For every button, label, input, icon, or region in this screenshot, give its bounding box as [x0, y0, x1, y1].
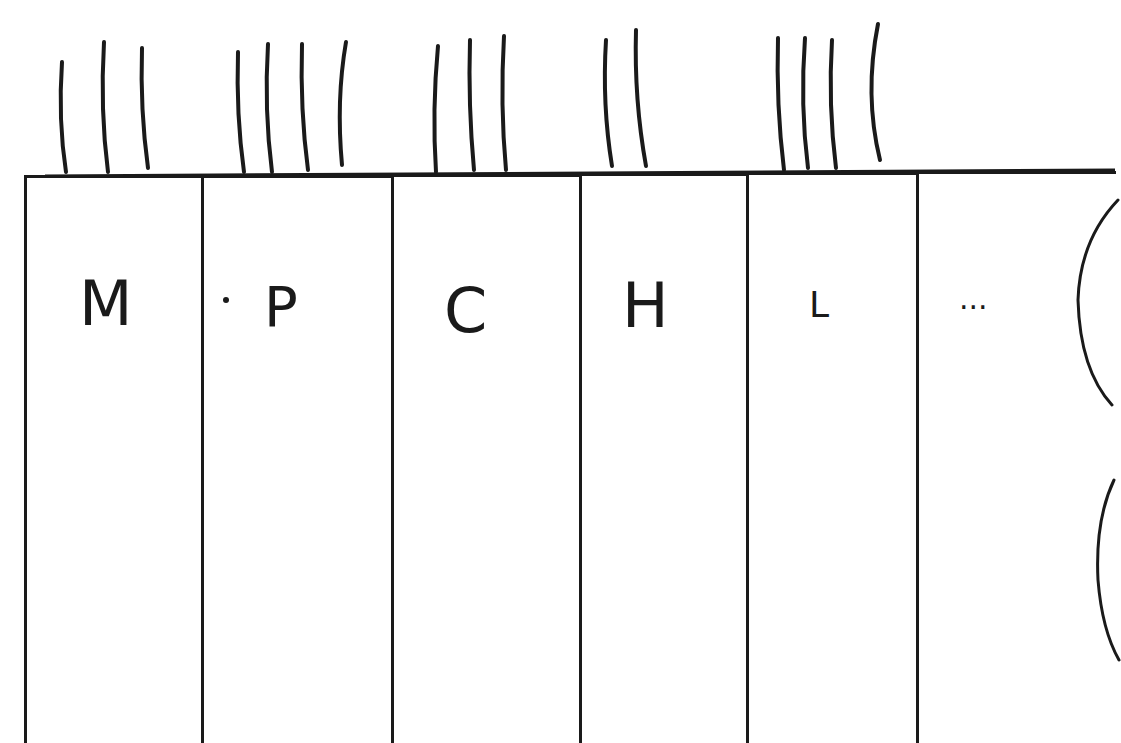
tally-mark: [267, 44, 272, 172]
tally-mark: [434, 46, 438, 172]
tally-mark: [831, 40, 836, 168]
tally-mark: [103, 42, 108, 172]
tally-mark: [61, 62, 66, 172]
column-letter: H: [622, 272, 669, 340]
tally-mark: [502, 36, 506, 170]
column-cell: L: [746, 172, 916, 743]
column-letter: M: [79, 270, 133, 338]
tally-mark: [142, 48, 148, 168]
tally-marks: [61, 24, 880, 172]
column-letter: L: [809, 285, 829, 325]
column-cell: ...: [916, 171, 1116, 743]
column-letter: ...: [959, 282, 988, 315]
tally-mark: [470, 40, 475, 170]
column-cell: M: [24, 175, 201, 743]
column-letter: C: [444, 277, 487, 345]
tally-mark: [340, 42, 346, 165]
stray-dot: [223, 297, 229, 303]
column-cell: C: [391, 174, 579, 743]
column-cell: P: [201, 175, 391, 743]
tally-mark: [636, 30, 646, 166]
break-mark: [1078, 200, 1119, 660]
tally-mark: [605, 40, 612, 166]
tally-mark: [238, 52, 244, 172]
column-letter: P: [264, 276, 298, 338]
column-cell: H: [579, 173, 746, 743]
tally-mark: [871, 24, 880, 160]
tally-mark: [778, 38, 784, 170]
tally-mark: [302, 44, 308, 170]
tally-mark: [803, 38, 808, 168]
